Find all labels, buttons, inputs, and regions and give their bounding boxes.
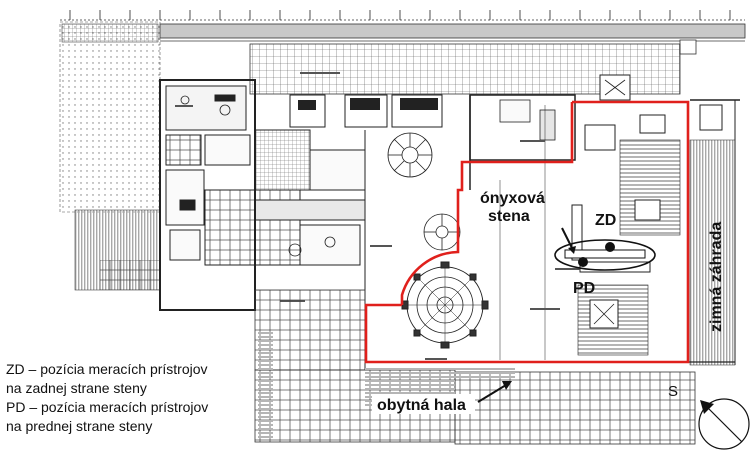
left-terrace bbox=[59, 21, 161, 291]
pd-label: PD bbox=[573, 280, 595, 297]
zd-measurement-point bbox=[605, 242, 615, 252]
onyx-wall-label-line1: ónyxová bbox=[480, 190, 545, 207]
zd-label: ZD bbox=[595, 212, 616, 229]
spiral-stairs bbox=[387, 132, 461, 251]
winter-garden-label: zimná záhrada bbox=[708, 222, 725, 332]
pd-measurement-point bbox=[578, 257, 588, 267]
left-building bbox=[159, 79, 366, 311]
legend-zd-line1: ZD – pozícia meracích prístrojov bbox=[6, 361, 208, 377]
top-boundary bbox=[60, 10, 745, 21]
living-furniture bbox=[544, 105, 701, 360]
legend: ZD – pozícia meracích prístrojov na zadn… bbox=[6, 360, 208, 436]
legend-zd-line2: na zadnej strane steny bbox=[6, 380, 147, 396]
round-table bbox=[401, 261, 489, 349]
living-hall-label: obytná hala bbox=[377, 397, 466, 414]
onyx-wall-marker bbox=[554, 227, 656, 271]
legend-pd-line2: na prednej strane steny bbox=[6, 418, 153, 434]
onyx-wall-label-line2: stena bbox=[488, 208, 530, 225]
winter-garden-strip bbox=[689, 139, 736, 366]
north-label: S bbox=[668, 383, 678, 400]
measured-area-outline bbox=[364, 100, 690, 364]
living-hall-arrow bbox=[477, 381, 512, 403]
living-hall-label-bg bbox=[372, 394, 475, 414]
north-arrow-icon bbox=[698, 398, 750, 450]
legend-pd-line1: PD – pozícia meracích prístrojov bbox=[6, 399, 209, 415]
upper-right-rooms bbox=[469, 74, 723, 161]
